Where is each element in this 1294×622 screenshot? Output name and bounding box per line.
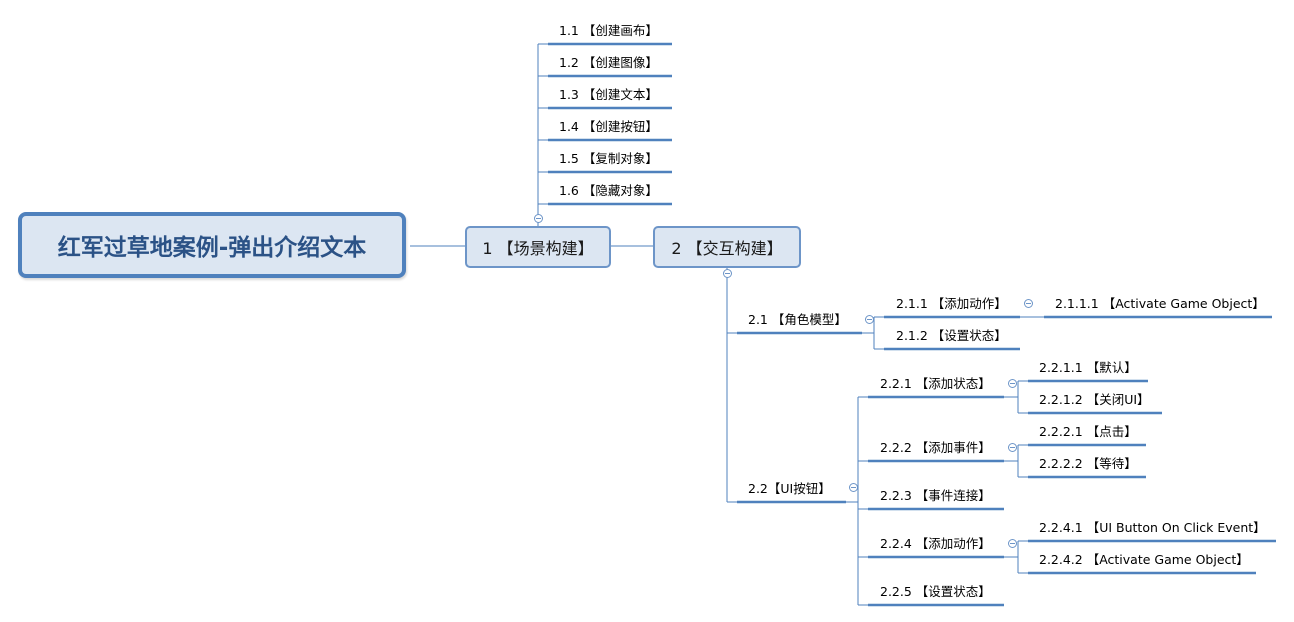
collapse-toggle-icon[interactable] [1008,443,1017,452]
subtopic-1-5[interactable]: 1.5 【复制对象】 [559,151,658,166]
subtopic-2-2-2-1[interactable]: 2.2.2.1 【点击】 [1039,424,1137,439]
topic-interaction-build[interactable]: 2 【交互构建】 [653,226,801,268]
collapse-toggle-icon[interactable] [1008,539,1017,548]
topic-scene-build[interactable]: 1 【场景构建】 [465,226,611,268]
collapse-toggle-icon[interactable] [723,269,732,278]
collapse-toggle-icon[interactable] [849,483,858,492]
subtopic-2-2[interactable]: 2.2【UI按钮】 [748,481,831,496]
subtopic-2-2-1-2[interactable]: 2.2.1.2 【关闭UI】 [1039,392,1150,407]
subtopic-1-3[interactable]: 1.3 【创建文本】 [559,87,658,102]
subtopic-1-6[interactable]: 1.6 【隐藏对象】 [559,183,658,198]
subtopic-2-1-1[interactable]: 2.1.1 【添加动作】 [896,296,1007,311]
subtopic-2-2-4-2[interactable]: 2.2.4.2 【Activate Game Object】 [1039,552,1249,567]
subtopic-2-2-1[interactable]: 2.2.1 【添加状态】 [880,376,991,391]
subtopic-1-4[interactable]: 1.4 【创建按钮】 [559,119,658,134]
root-topic[interactable]: 红军过草地案例-弹出介绍文本 [18,212,406,278]
subtopic-2-2-3[interactable]: 2.2.3 【事件连接】 [880,488,991,503]
collapse-toggle-icon[interactable] [534,214,543,223]
subtopic-2-2-4-1[interactable]: 2.2.4.1 【UI Button On Click Event】 [1039,520,1266,535]
subtopic-2-1-1-1[interactable]: 2.1.1.1 【Activate Game Object】 [1055,296,1265,311]
subtopic-2-2-5[interactable]: 2.2.5 【设置状态】 [880,584,991,599]
subtopic-2-1[interactable]: 2.1 【角色模型】 [748,312,847,327]
subtopic-2-2-1-1[interactable]: 2.2.1.1 【默认】 [1039,360,1137,375]
subtopic-2-2-4[interactable]: 2.2.4 【添加动作】 [880,536,991,551]
collapse-toggle-icon[interactable] [1008,379,1017,388]
subtopic-1-1[interactable]: 1.1 【创建画布】 [559,23,658,38]
collapse-toggle-icon[interactable] [1024,299,1033,308]
subtopic-2-2-2[interactable]: 2.2.2 【添加事件】 [880,440,991,455]
subtopic-1-2[interactable]: 1.2 【创建图像】 [559,55,658,70]
collapse-toggle-icon[interactable] [865,315,874,324]
subtopic-2-2-2-2[interactable]: 2.2.2.2 【等待】 [1039,456,1137,471]
subtopic-2-1-2[interactable]: 2.1.2 【设置状态】 [896,328,1007,343]
